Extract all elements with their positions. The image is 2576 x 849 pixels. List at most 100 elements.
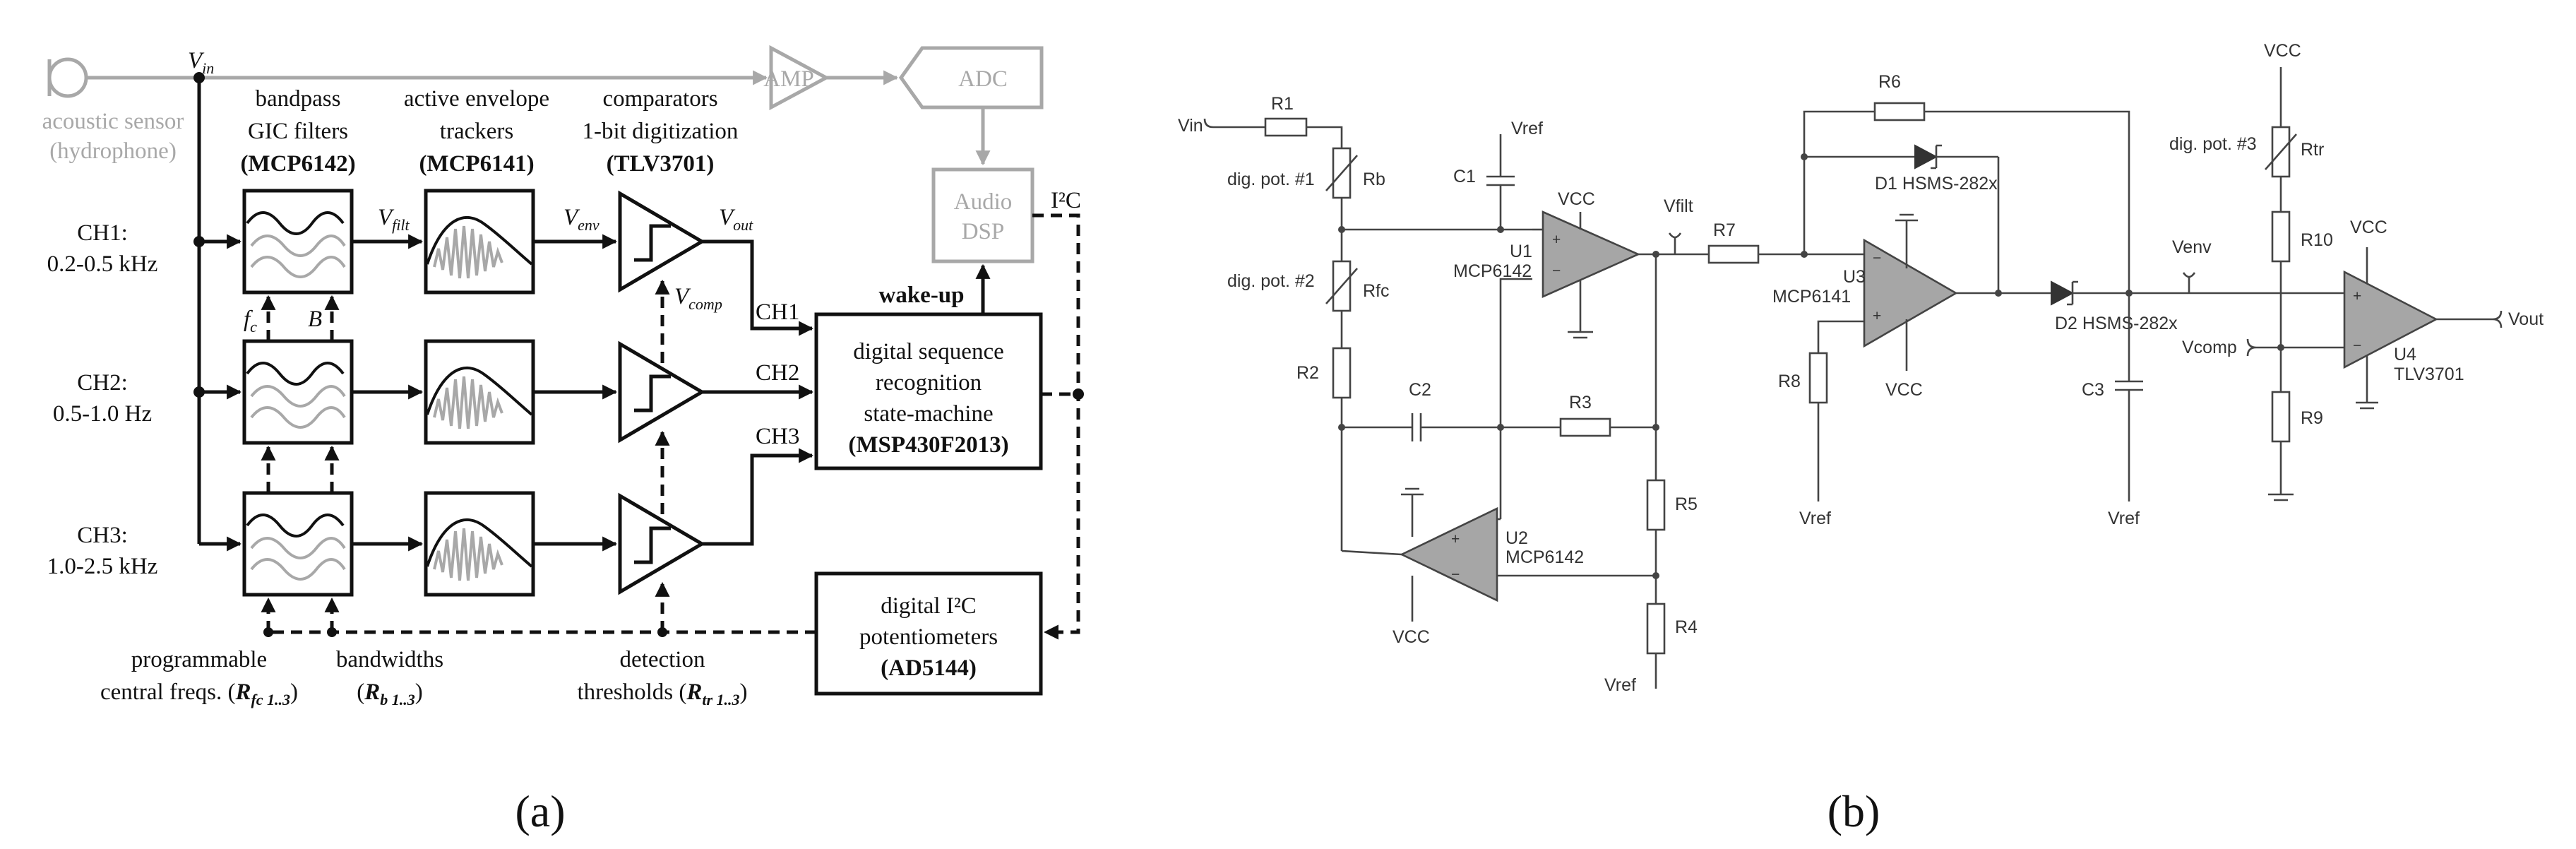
r3-resistor	[1559, 417, 1611, 437]
r7-resistor	[1707, 244, 1760, 264]
r6-label: R6	[1878, 72, 1901, 92]
panel-b-schematic: Vin R1 Rb dig. pot. #1 Rfc dig. pot. #2 …	[1178, 41, 2544, 836]
r1-label: R1	[1271, 94, 1294, 114]
c1-vref-label: Vref	[1511, 119, 1543, 138]
thresholds-label: thresholds (Rtr 1..3)	[577, 679, 747, 708]
filter-block-ch2	[242, 339, 354, 445]
svg-text:−: −	[1451, 566, 1460, 583]
u3-vcc: VCC	[1885, 380, 1923, 400]
adc-label: ADC	[958, 66, 1008, 92]
vin-net-label: Vin	[1178, 116, 1203, 136]
r9-label: R9	[2301, 408, 2323, 428]
r6-resistor	[1873, 102, 1926, 121]
r8-label: R8	[1778, 372, 1801, 391]
c2-label: C2	[1409, 380, 1431, 400]
r5-label: R5	[1675, 494, 1698, 514]
sm-label-2: recognition	[876, 370, 982, 396]
svg-text:+: +	[2353, 288, 2361, 304]
svg-text:−: −	[2353, 338, 2361, 354]
filters-header-1: bandpass	[256, 86, 341, 112]
panel-a-block-diagram: acoustic sensor (hydrophone) Vin AMP ADC…	[42, 44, 1084, 836]
trackers-header-3: (MCP6141)	[419, 151, 534, 177]
vout-label: Vout	[719, 205, 753, 234]
u1-ref: U1	[1510, 242, 1532, 261]
pot-label-1: digital I²C	[881, 593, 976, 619]
sensor-label: acoustic sensor	[42, 109, 184, 134]
svg-text:+: +	[1552, 232, 1561, 248]
filters-header-2: GIC filters	[248, 119, 348, 144]
filters-header-3: (MCP6142)	[240, 151, 355, 177]
freqs-label-2: central freqs. (Rfc 1..3)	[100, 679, 298, 708]
rb-label: Rb	[1363, 170, 1385, 189]
vfilt-label: Vfilt	[378, 205, 410, 234]
amp-label: AMP	[763, 66, 814, 92]
vout-net-label: Vout	[2508, 309, 2544, 329]
rtr-vcc: VCC	[2264, 41, 2301, 61]
i2c-bus	[1032, 213, 1080, 640]
bw-label: B	[308, 307, 322, 332]
u3-part: MCP6141	[1772, 287, 1851, 307]
sm-label-1: digital sequence	[853, 339, 1004, 364]
r10-label: R10	[2301, 230, 2333, 250]
pot-label-3: (AD5144)	[881, 655, 977, 681]
c1-label: C1	[1453, 167, 1476, 186]
pot2-label: dig. pot. #2	[1227, 271, 1315, 291]
ch1-signal-label: CH1	[756, 299, 799, 325]
audio-dsp-block	[931, 167, 1034, 263]
comparator-icon	[620, 194, 702, 290]
sm-label-3: state-machine	[864, 401, 993, 427]
r7-label: R7	[1713, 220, 1736, 240]
ch1-range: 0.2-0.5 kHz	[47, 251, 158, 277]
hydrophone-icon	[47, 57, 88, 98]
u4-ref: U4	[2394, 345, 2416, 364]
r8-vref-label: Vref	[1799, 509, 1831, 528]
u4-part: TLV3701	[2394, 364, 2464, 384]
ch3-range: 1.0-2.5 kHz	[47, 554, 158, 579]
r2-label: R2	[1296, 363, 1319, 383]
d2-label: D2 HSMS-282x	[2055, 314, 2178, 333]
vcomp-net-label: Vcomp	[2182, 338, 2237, 357]
vin-terminal	[1203, 118, 1214, 129]
ch1-label: CH1:	[77, 220, 128, 246]
comparators-header-2: 1-bit digitization	[583, 119, 739, 144]
venv-label: Venv	[564, 205, 600, 234]
pot1-label: dig. pot. #1	[1227, 170, 1315, 189]
d1-label: D1 HSMS-282x	[1875, 174, 1998, 194]
wakeup-label: wake-up	[878, 283, 964, 308]
vfilt-net-label: Vfilt	[1664, 196, 1693, 216]
c3-vref-label: Vref	[2108, 509, 2140, 528]
pot-label-2: potentiometers	[859, 624, 998, 650]
svg-text:+: +	[1451, 531, 1460, 547]
pot3-label: dig. pot. #3	[2169, 134, 2257, 154]
svg-text:−: −	[1552, 263, 1561, 279]
i2c-label: I²C	[1051, 188, 1081, 213]
sensor-label-2: (hydrophone)	[49, 138, 177, 164]
ch2-range: 0.5-1.0 Hz	[53, 401, 152, 427]
r10-resistor	[2271, 210, 2291, 263]
r8-resistor	[1808, 352, 1828, 404]
potentiometer-block	[814, 571, 1043, 696]
freqs-label-1: programmable	[131, 647, 267, 672]
audio-dsp-label: Audio	[954, 189, 1013, 215]
trackers-header-2: trackers	[440, 119, 513, 144]
detection-label: detection	[620, 647, 705, 672]
r5-resistor	[1646, 479, 1666, 531]
r9-resistor	[2271, 391, 2291, 443]
u1-part: MCP6142	[1453, 261, 1532, 281]
ch3-label: CH3:	[77, 523, 128, 548]
u2-part: MCP6142	[1505, 547, 1584, 567]
u1-opamp	[1542, 210, 1641, 299]
bw-r-label: (Rb 1..3)	[357, 679, 423, 708]
svg-text:−: −	[1873, 250, 1881, 266]
r2-resistor	[1332, 347, 1352, 399]
u4-opamp	[2343, 270, 2438, 369]
sm-label-4: (MSP430F2013)	[848, 432, 1008, 458]
u4-vcc: VCC	[2350, 218, 2387, 237]
u3-opamp	[1863, 238, 1958, 348]
u2-opamp	[1400, 506, 1498, 602]
panel-b-label: (b)	[1827, 786, 1880, 836]
ch2-label: CH2:	[77, 370, 128, 396]
u1-vcc: VCC	[1558, 189, 1595, 209]
vin-label: Vin	[188, 48, 214, 77]
